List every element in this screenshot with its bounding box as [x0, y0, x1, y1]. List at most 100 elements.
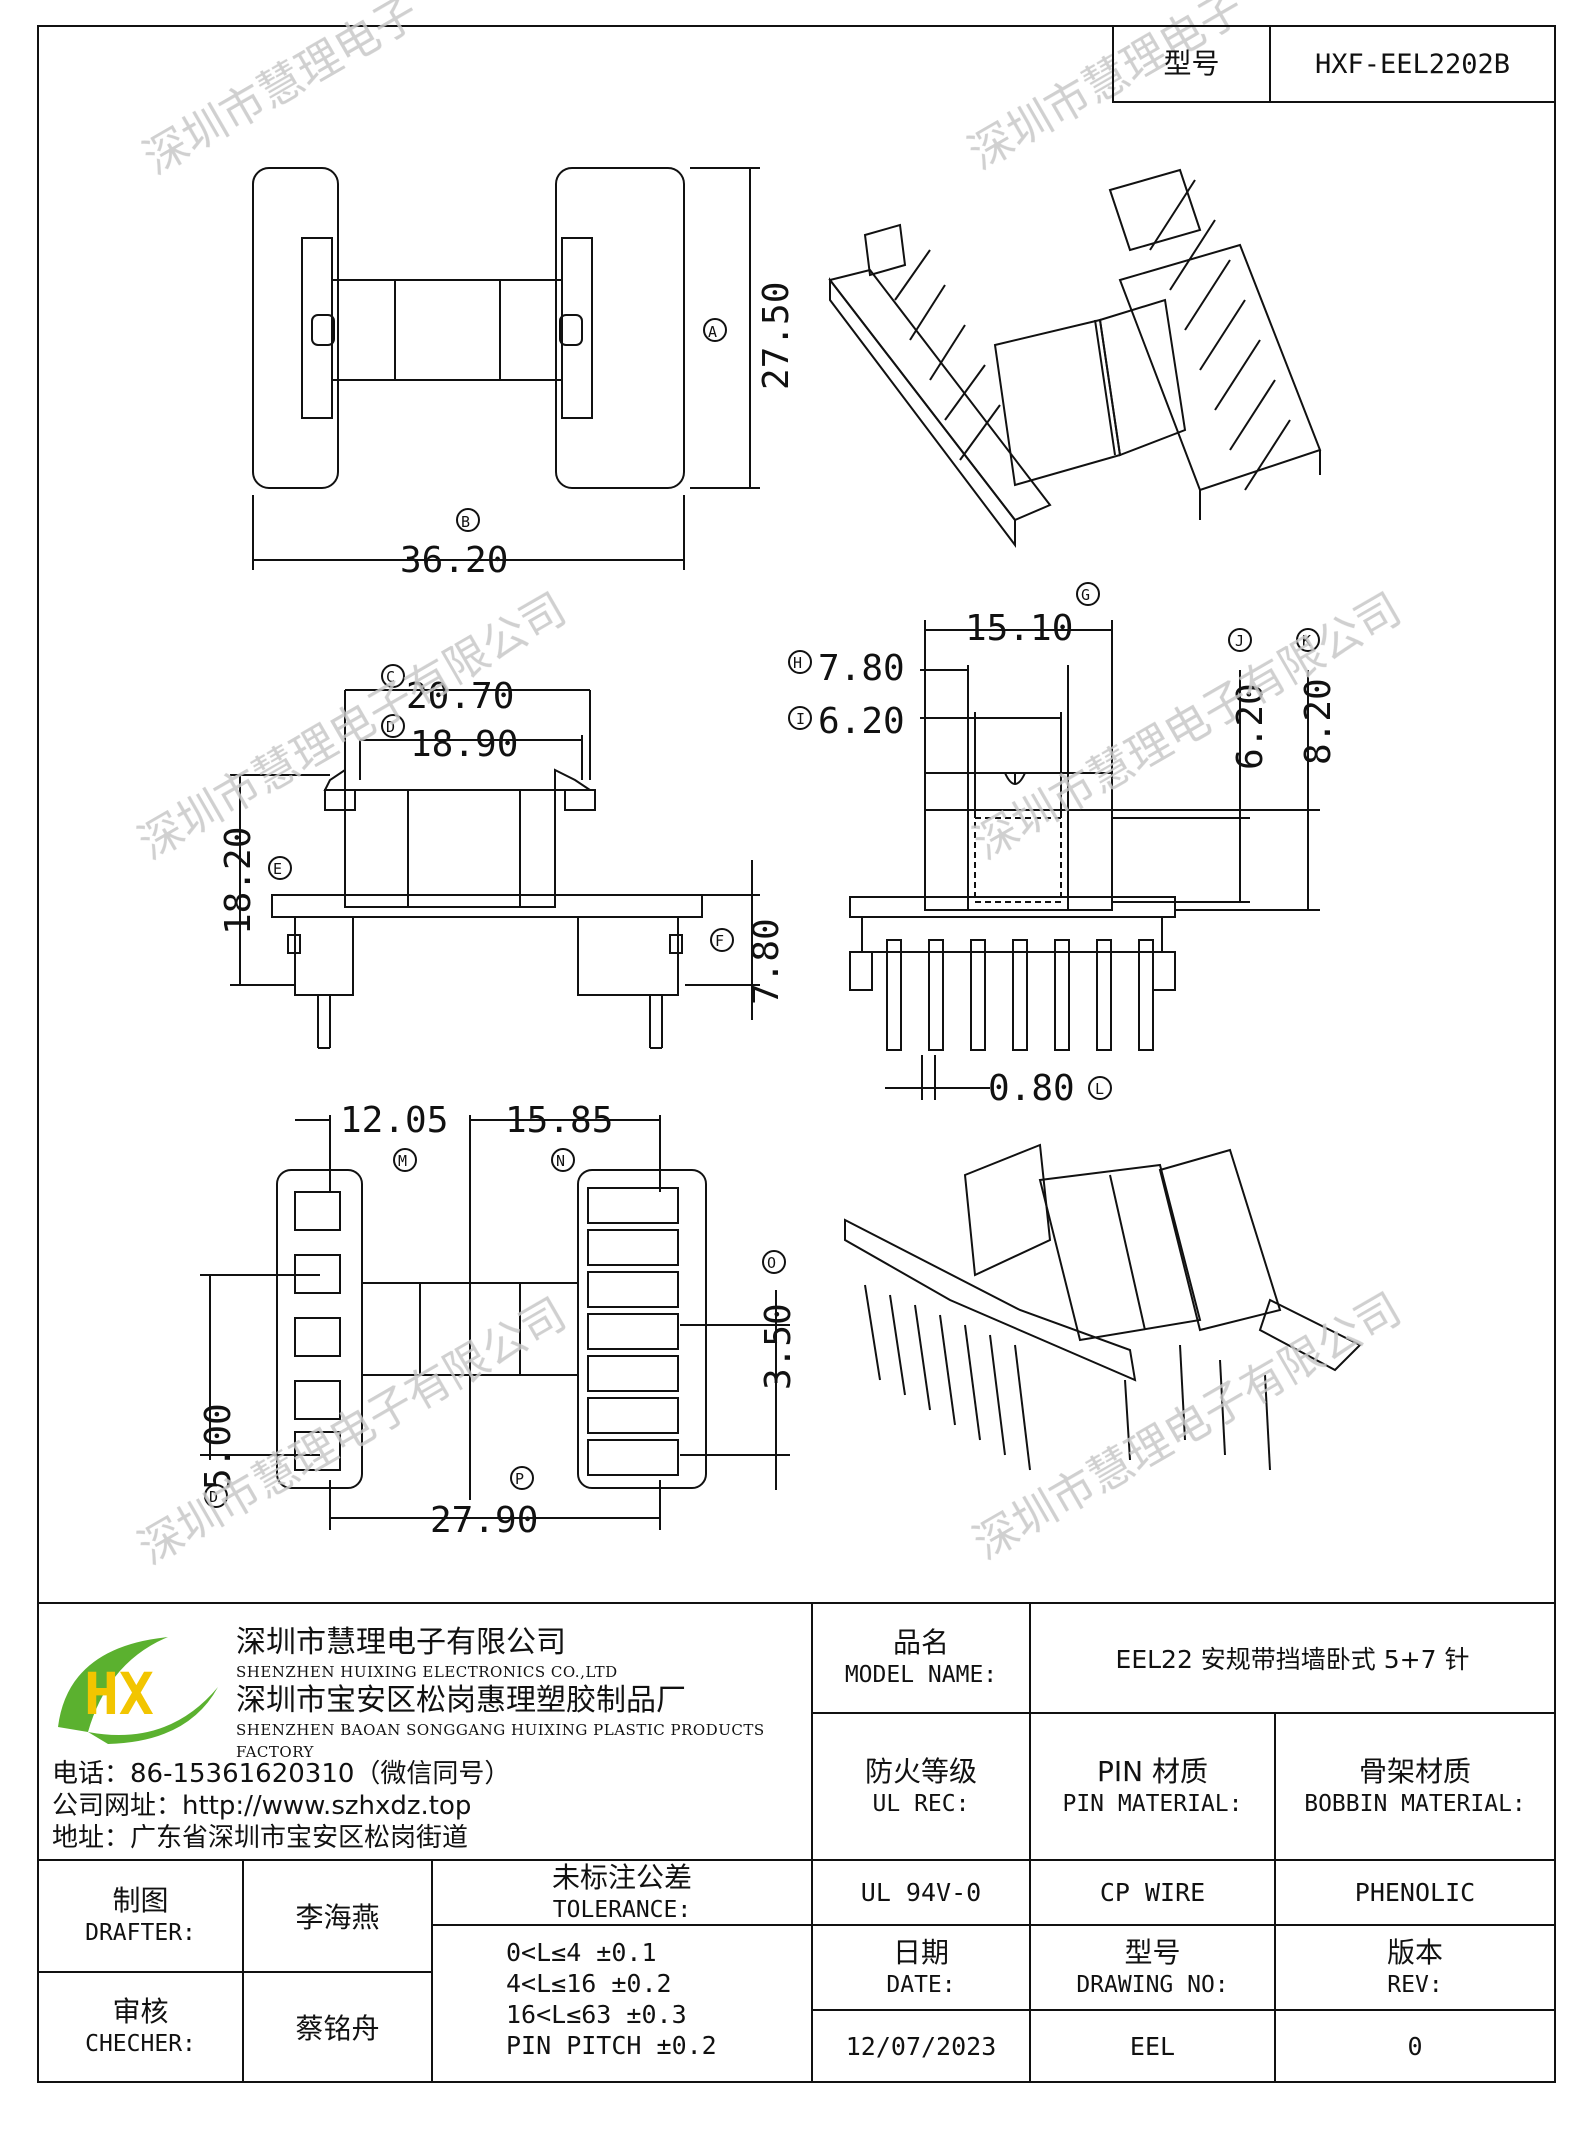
dim-height-a: 27.50 — [756, 282, 797, 390]
bobbin-material-cn: 骨架材质 — [1358, 1754, 1471, 1788]
tag-j-letter: J — [1235, 632, 1244, 650]
tag-i-letter: I — [796, 710, 805, 728]
type-label-cell: 型号 — [1113, 26, 1270, 102]
tag-e-letter: E — [273, 860, 282, 878]
bottom-view — [200, 1115, 790, 1530]
dim-top-width-g: 15.10 — [965, 608, 1073, 649]
tag-k-letter: K — [1302, 632, 1311, 650]
tolerance-row: 16<L≤63 ±0.3 — [506, 2000, 687, 2029]
factory-name-en: SHENZHEN BAOAN SONGGANG HUIXING PLASTIC … — [236, 1721, 765, 1761]
contact-website: 公司网址：http://www.szhxdz.top — [52, 1791, 472, 1821]
sheet-border — [37, 25, 1556, 2083]
tag-c-letter: C — [386, 668, 395, 686]
tag-p-letter: P — [515, 1470, 524, 1488]
dim-base-height-f: 7.80 — [746, 918, 787, 1005]
dim-width-b: 36.20 — [400, 540, 508, 581]
tag-d-mark — [381, 714, 405, 738]
tag-k-mark — [1296, 628, 1320, 652]
dim-right-offset-n: 15.85 — [505, 1100, 613, 1141]
dim-outer-height-k: 8.20 — [1298, 678, 1339, 765]
side-view — [230, 689, 760, 1049]
ul-en: UL REC: — [872, 1790, 970, 1817]
date-en: DATE: — [886, 1971, 956, 1998]
drafter-en: DRAFTER: — [85, 1920, 196, 1946]
ul-value-cell: UL 94V-0 — [812, 1860, 1030, 1925]
ul-cn: 防火等级 — [864, 1754, 977, 1788]
logo-icon: HX — [58, 1637, 218, 1744]
company-info: 深圳市慧理电子有限公司 SHENZHEN HUIXING ELECTRONICS… — [236, 1625, 816, 1763]
drawing-no-en: DRAWING NO: — [1076, 1971, 1229, 1998]
checker-label-cell: 审核 CHECHER: — [38, 1972, 243, 2082]
tolerance-en: TOLERANCE: — [552, 1896, 692, 1923]
model-name-value-cell: EEL22 安规带挡墙卧式 5+7 针 — [1030, 1603, 1555, 1713]
dim-outer-slot-h: 7.80 — [818, 648, 905, 689]
rev-cn: 版本 — [1386, 1935, 1443, 1969]
watermark-1: 深圳市慧理电子 — [135, 0, 427, 185]
ul-value: UL 94V-0 — [860, 1878, 982, 1907]
dim-pin-dia-l: 0.80 — [988, 1068, 1075, 1109]
tag-d-letter: D — [386, 718, 395, 736]
checker-value: 蔡铭舟 — [295, 2012, 380, 2045]
front-view — [849, 620, 1320, 1100]
dim-outer-width-c: 20.70 — [406, 676, 514, 717]
drawing-no-cn: 型号 — [1124, 1935, 1181, 1969]
rev-value: 0 — [1407, 2031, 1423, 2061]
model-name-en: MODEL NAME: — [844, 1662, 998, 1688]
date-value-cell: 12/07/2023 — [812, 2010, 1030, 2082]
tag-g-letter: G — [1081, 586, 1090, 604]
bobbin-material-value-cell: PHENOLIC — [1275, 1860, 1555, 1925]
tag-m-mark — [393, 1148, 417, 1172]
tag-pitch-left-letter: D — [209, 1488, 218, 1506]
company-name-cn: 深圳市慧理电子有限公司 — [236, 1625, 566, 1660]
tag-b-letter: B — [461, 513, 470, 531]
dim-pitch-left: 5.00 — [198, 1403, 239, 1490]
tolerance-label-cell: 未标注公差 TOLERANCE: — [432, 1860, 812, 1925]
drafter-value: 李海燕 — [295, 1901, 380, 1934]
drawing-no-value-cell: EEL — [1030, 2010, 1275, 2082]
dim-inner-slot-i: 6.20 — [818, 701, 905, 742]
date-cn: 日期 — [892, 1935, 949, 1969]
pin-material-label-cell: PIN 材质 PIN MATERIAL: — [1030, 1713, 1275, 1860]
iso-view-bottom — [844, 1143, 1362, 1471]
tag-o-mark — [762, 1250, 786, 1274]
pin-material-value: CP WIRE — [1099, 1878, 1206, 1907]
drawing-no-value: EEL — [1129, 2031, 1176, 2061]
tag-h-mark — [788, 650, 812, 674]
bobbin-material-value: PHENOLIC — [1354, 1878, 1476, 1907]
checker-value-cell: 蔡铭舟 — [243, 1972, 432, 2082]
ul-label-cell: 防火等级 UL REC: — [812, 1713, 1030, 1860]
date-value: 12/07/2023 — [845, 2031, 997, 2061]
tolerance-row: 0<L≤4 ±0.1 — [506, 1938, 657, 1967]
tag-i-mark — [788, 706, 812, 730]
type-value-cell: HXF-EEL2202B — [1270, 26, 1555, 102]
tag-e-mark — [268, 856, 292, 880]
bobbin-material-en: BOBBIN MATERIAL: — [1304, 1790, 1526, 1817]
pin-material-en: PIN MATERIAL: — [1062, 1790, 1243, 1817]
company-name-en: SHENZHEN HUIXING ELECTRONICS CO.,LTD — [236, 1663, 618, 1681]
watermark-6: 深圳市慧理电子有限公司 — [965, 1283, 1410, 1569]
tag-a-letter: A — [708, 323, 717, 341]
rev-en: REV: — [1387, 1971, 1443, 1998]
rev-label-cell: 版本 REV: — [1275, 1925, 1555, 2010]
pin-material-value-cell: CP WIRE — [1030, 1860, 1275, 1925]
dim-inner-height-j: 6.20 — [1230, 683, 1271, 770]
dim-inner-width-d: 18.90 — [410, 724, 518, 765]
type-box-lines — [1112, 25, 1556, 103]
dim-total-height-e: 18.20 — [218, 827, 259, 935]
tag-b-mark — [456, 508, 480, 532]
title-block-grid — [38, 1602, 1555, 2082]
tag-pitch-left-mark — [204, 1484, 228, 1508]
tag-h-letter: H — [793, 654, 802, 672]
top-view — [252, 167, 760, 570]
pin-material-cn: PIN 材质 — [1097, 1754, 1208, 1788]
tag-l-letter: L — [1095, 1080, 1104, 1098]
tag-g-mark — [1076, 582, 1100, 606]
contact-info: 电话：86-15361620310（微信同号） 公司网址：http://www.… — [52, 1758, 812, 1854]
dim-pitch-right-o: 3.50 — [758, 1303, 799, 1390]
contact-phone: 电话：86-15361620310（微信同号） — [52, 1759, 511, 1789]
bobbin-material-label-cell: 骨架材质 BOBBIN MATERIAL: — [1275, 1713, 1555, 1860]
tolerance-cn: 未标注公差 — [551, 1860, 692, 1894]
logo-letters: HX — [84, 1660, 154, 1728]
